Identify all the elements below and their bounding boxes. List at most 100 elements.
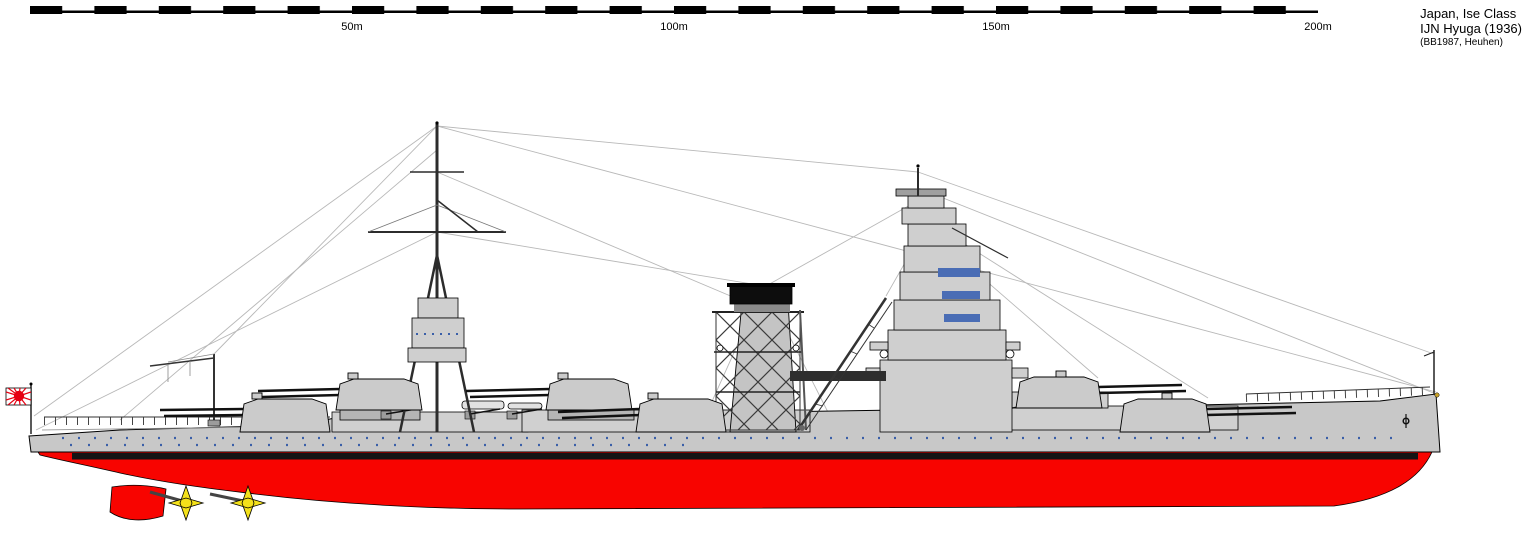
- bow-railing-top: [1245, 386, 1431, 395]
- turret-body: [239, 398, 331, 433]
- turret-rangefinder: [1161, 392, 1173, 400]
- gun-barrel: [561, 413, 641, 420]
- rigging-line: [917, 187, 1437, 395]
- funnel-group: [712, 283, 807, 433]
- scale-label-100m: 100m: [660, 21, 688, 33]
- scale-label-50m: 50m: [341, 21, 362, 33]
- crane-pivot: [799, 425, 805, 431]
- signal-yard: [951, 227, 1009, 259]
- pagoda-sponson: [1011, 367, 1029, 379]
- funnel-cap-rim: [727, 283, 795, 287]
- yard-lift: [367, 204, 438, 233]
- rangefinder: [895, 188, 947, 197]
- turret-rangefinder: [1055, 370, 1067, 378]
- scale-ruler: [30, 6, 1318, 18]
- turret-b: [1015, 370, 1187, 409]
- scale-label-200m: 200m: [1304, 21, 1332, 33]
- turret-a: [1119, 392, 1297, 433]
- underwater-hull: [37, 451, 1433, 510]
- rigging-line: [436, 231, 765, 287]
- turret-3: [465, 372, 633, 411]
- gun-barrel: [163, 413, 245, 418]
- bow-crest: [1434, 392, 1440, 398]
- turret-rangefinder: [647, 392, 659, 400]
- bow-group: [1402, 350, 1440, 428]
- propeller: [167, 484, 205, 522]
- derrick-base: [207, 419, 221, 427]
- turret-5: [257, 372, 423, 411]
- pagoda-level: [903, 245, 981, 273]
- gun-barrel: [469, 393, 551, 399]
- mast-platform-lower: [407, 347, 467, 363]
- turret-rangefinder: [251, 392, 263, 400]
- blue-platform-band: [938, 268, 980, 277]
- crane-lattice-rung: [849, 350, 858, 355]
- rigging-line: [33, 125, 438, 417]
- aircraft-crane-boom: [805, 301, 893, 431]
- gun-barrel: [257, 387, 341, 393]
- pagoda-level: [887, 329, 1007, 361]
- rigging-line: [436, 125, 919, 173]
- gun-barrel: [1097, 383, 1183, 389]
- propellers-group: [149, 484, 267, 522]
- scale-bar: 50m 100m 150m 200m: [30, 6, 1332, 33]
- aircraft-crane-boom: [796, 297, 888, 431]
- rigging-line: [765, 203, 913, 287]
- boat-stowage: [790, 371, 886, 381]
- propeller: [229, 484, 267, 522]
- gaff: [436, 199, 479, 233]
- derrick-stay: [167, 353, 215, 363]
- mast-platform-upper: [417, 297, 459, 319]
- lattice-tower: [715, 311, 801, 431]
- pagoda-sponson: [1005, 341, 1021, 351]
- underwater-hull-group: [37, 451, 1433, 521]
- funnel-band: [734, 304, 790, 312]
- turret-body: [1015, 376, 1103, 409]
- searchlight: [1005, 349, 1015, 359]
- turret-rangefinder: [347, 372, 359, 380]
- rigging-line: [35, 231, 438, 431]
- rigging-line: [119, 149, 438, 421]
- steam-pipe: [799, 309, 807, 431]
- crane-lattice-rung: [867, 323, 875, 329]
- scale-label-150m: 150m: [982, 21, 1010, 33]
- crane-lattice-rung: [832, 376, 841, 381]
- turret-body: [635, 398, 727, 433]
- blue-platform-band: [942, 291, 980, 299]
- casemate: [506, 408, 543, 420]
- gun-barrel: [1097, 389, 1187, 395]
- title-block: Japan, Ise Class IJN Hyuga (1936) (BB198…: [1420, 6, 1522, 49]
- pagoda-base: [879, 359, 1013, 433]
- turrets-group: [159, 370, 1297, 433]
- turret-6: [159, 392, 331, 433]
- pagoda-group: [865, 164, 1029, 433]
- ship-boat: [461, 400, 505, 410]
- searchlight: [716, 344, 724, 352]
- spotting-top: [411, 317, 465, 349]
- searchlight: [879, 349, 889, 359]
- stern-derrick-boom: [149, 357, 215, 367]
- mainmast-group: [367, 121, 507, 433]
- gun-barrel: [557, 407, 641, 414]
- turret-rangefinder: [557, 372, 569, 380]
- rigging-line: [213, 125, 438, 355]
- ship-class-label: Japan, Ise Class: [1420, 6, 1517, 21]
- mast-truck: [916, 164, 920, 168]
- pagoda-level: [907, 223, 967, 247]
- rigging-line: [917, 171, 1435, 355]
- mast-truck: [435, 121, 439, 125]
- rigging-line: [436, 171, 741, 301]
- cranes-group: [149, 297, 893, 431]
- turret-body: [545, 378, 633, 411]
- credit-label: (BB1987, Heuhen): [1420, 37, 1503, 48]
- blue-platform-band: [944, 314, 980, 322]
- bow-railing: [1245, 387, 1431, 402]
- turret-body: [1119, 398, 1211, 433]
- stern-skeg: [109, 484, 167, 521]
- gun-barrel: [1205, 411, 1297, 417]
- crane-lattice-rung: [814, 403, 824, 407]
- ensign-group: [5, 382, 33, 434]
- ensign-sun-disc: [13, 390, 25, 402]
